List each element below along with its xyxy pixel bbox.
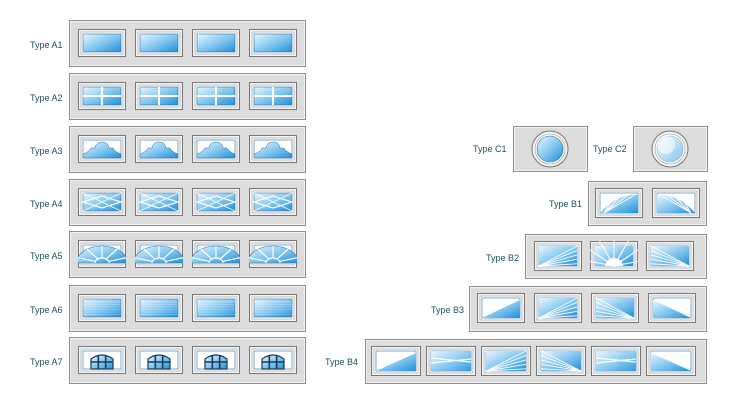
type-a2-window bbox=[135, 82, 183, 110]
type-a4-window bbox=[78, 188, 126, 216]
type-a7-window bbox=[78, 346, 126, 374]
type-a1-label: Type A1 bbox=[30, 40, 63, 50]
type-c2-label: Type C2 bbox=[593, 144, 627, 154]
type-b4-window bbox=[591, 346, 641, 376]
type-a2-window bbox=[249, 82, 297, 110]
type-a1-window bbox=[249, 29, 297, 57]
type-b4-window bbox=[426, 346, 476, 376]
type-b3-window bbox=[477, 293, 525, 323]
type-c2-window bbox=[650, 130, 690, 168]
type-a4-label: Type A4 bbox=[30, 199, 63, 209]
type-a6-window bbox=[78, 294, 126, 322]
type-b3-label: Type B3 bbox=[431, 305, 465, 315]
type-a2-window bbox=[192, 82, 240, 110]
type-a4-window bbox=[249, 188, 297, 216]
type-b2-label: Type B2 bbox=[486, 253, 520, 263]
type-a5-window bbox=[249, 240, 297, 268]
type-a2-label: Type A2 bbox=[30, 93, 63, 103]
type-a3-window bbox=[249, 135, 297, 163]
type-a3-label: Type A3 bbox=[30, 146, 63, 156]
type-a7-window bbox=[135, 346, 183, 374]
type-a1-window bbox=[192, 29, 240, 57]
type-a6-window bbox=[249, 294, 297, 322]
type-b2-window bbox=[646, 241, 694, 271]
type-b4-window bbox=[646, 346, 696, 376]
type-b1-window bbox=[652, 188, 700, 218]
type-b4-window bbox=[371, 346, 421, 376]
type-b3-window bbox=[591, 293, 639, 323]
type-c1-window bbox=[530, 130, 570, 168]
type-b4-window bbox=[481, 346, 531, 376]
type-a4-window bbox=[135, 188, 183, 216]
type-a7-window bbox=[192, 346, 240, 374]
type-b2-window bbox=[590, 241, 638, 271]
type-b2-window bbox=[534, 241, 582, 271]
type-a1-window bbox=[135, 29, 183, 57]
type-a5-window bbox=[135, 240, 183, 268]
type-a1-window bbox=[78, 29, 126, 57]
type-b3-window bbox=[648, 293, 696, 323]
type-a4-window bbox=[192, 188, 240, 216]
type-a3-window bbox=[135, 135, 183, 163]
type-b1-label: Type B1 bbox=[549, 199, 583, 209]
type-a5-window bbox=[192, 240, 240, 268]
type-a6-window bbox=[135, 294, 183, 322]
type-b3-window bbox=[534, 293, 582, 323]
type-b4-window bbox=[536, 346, 586, 376]
type-a6-window bbox=[192, 294, 240, 322]
type-a2-window bbox=[78, 82, 126, 110]
type-a5-label: Type A5 bbox=[30, 251, 63, 261]
type-a6-label: Type A6 bbox=[30, 305, 63, 315]
type-a7-window bbox=[249, 346, 297, 374]
type-c1-label: Type C1 bbox=[473, 144, 507, 154]
type-a5-window bbox=[78, 240, 126, 268]
type-a7-label: Type A7 bbox=[30, 357, 63, 367]
type-a3-window bbox=[78, 135, 126, 163]
type-b4-label: Type B4 bbox=[325, 357, 359, 367]
type-b1-window bbox=[595, 188, 643, 218]
type-a3-window bbox=[192, 135, 240, 163]
